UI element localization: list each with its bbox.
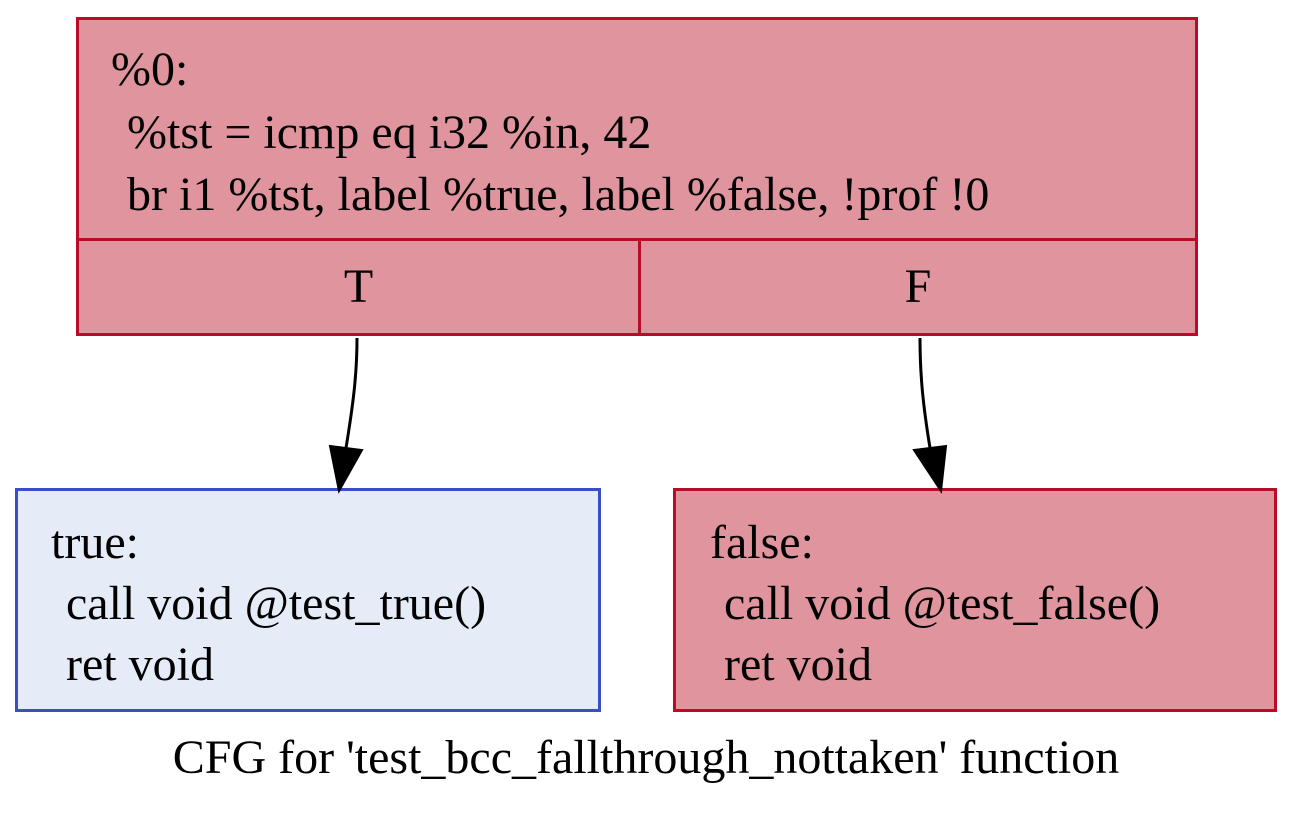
false-block-node: false: call void @test_false() ret void	[673, 488, 1277, 712]
edge-false-line	[918, 337, 932, 449]
graph-caption: CFG for 'test_bcc_fallthrough_nottaken' …	[172, 731, 1120, 784]
entry-branch-row: T F	[79, 241, 1195, 333]
entry-br-instruction: br i1 %tst, label %true, label %false, !…	[127, 168, 990, 221]
branch-false-port: F	[904, 260, 932, 313]
true-block-node: true: call void @test_true() ret void	[15, 488, 601, 712]
true-block-label: true:	[51, 516, 139, 569]
entry-icmp-instruction: %tst = icmp eq i32 %in, 42	[127, 106, 652, 159]
entry-block-node: %0: %tst = icmp eq i32 %in, 42 br i1 %ts…	[76, 17, 1198, 336]
true-call-instruction: call void @test_true()	[66, 577, 487, 630]
false-block-label: false:	[710, 516, 814, 569]
edge-false-arrowhead	[912, 444, 948, 494]
true-ret-instruction: ret void	[66, 638, 214, 691]
false-ret-instruction: ret void	[724, 638, 872, 691]
false-call-instruction: call void @test_false()	[724, 577, 1161, 630]
entry-block-label: %0:	[111, 43, 189, 96]
edge-true-line	[344, 337, 359, 449]
edge-true	[328, 337, 364, 494]
branch-true-port: T	[79, 241, 641, 333]
edge-true-arrowhead	[328, 444, 364, 494]
entry-block-body: %0: %tst = icmp eq i32 %in, 42 br i1 %ts…	[79, 20, 1195, 241]
edge-false	[912, 337, 948, 494]
